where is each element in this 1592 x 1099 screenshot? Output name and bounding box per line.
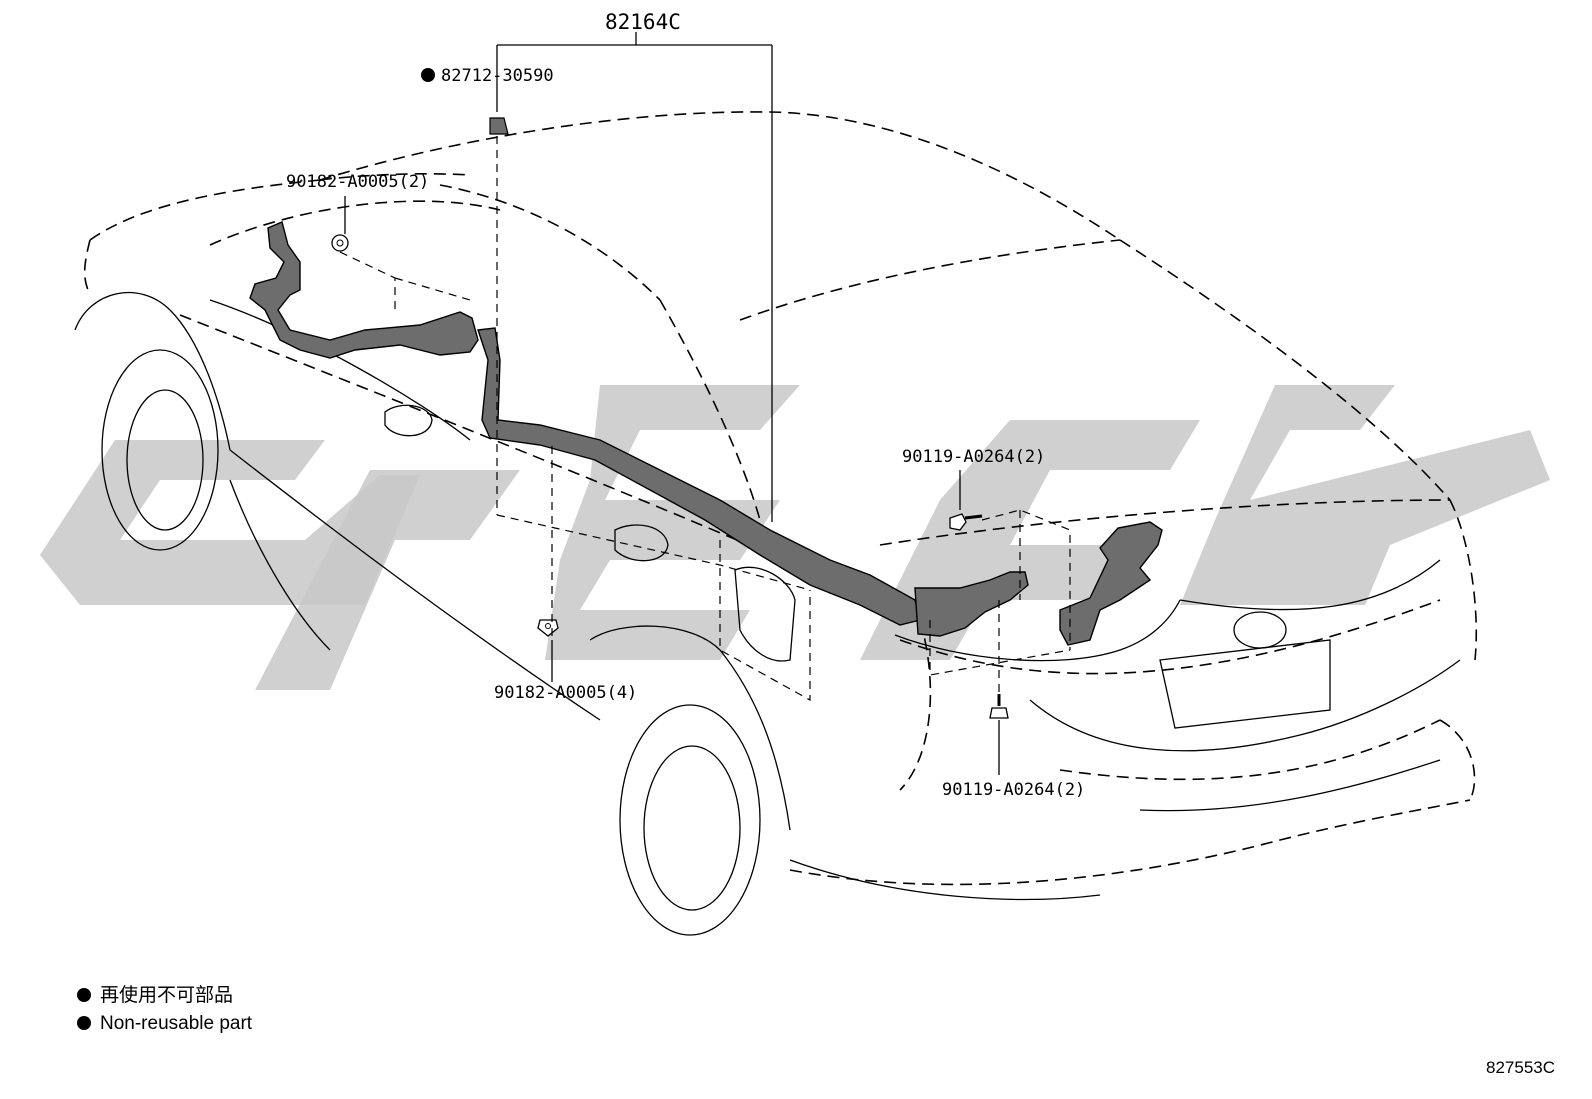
legend-dot-en <box>77 1016 91 1030</box>
clip-90182-top-icon <box>331 234 349 252</box>
watermark-logo <box>40 385 1550 690</box>
part-label-90119-bottom: 90119-A0264(2) <box>942 780 1085 800</box>
clip-82712-icon <box>489 117 509 135</box>
legend-text-jp: 再使用不可部品 <box>100 984 233 1006</box>
legend: 再使用不可部品 Non-reusable part <box>77 984 253 1034</box>
guide-lines <box>339 136 1071 702</box>
diagram-code: 827553C <box>1486 1058 1555 1077</box>
part-label-90182-top: 90182-A0005(2) <box>286 172 429 192</box>
vehicle-details <box>74 291 1461 936</box>
main-part-label: 82164C <box>605 10 681 34</box>
non-reusable-dot-82712 <box>421 68 435 82</box>
part-markers <box>331 117 1009 719</box>
wire-harness <box>249 221 1163 646</box>
bolt-90119-top-icon <box>949 513 983 531</box>
legend-text-en: Non-reusable part <box>100 1013 253 1034</box>
part-label-90182-bottom: 90182-A0005(4) <box>494 683 637 703</box>
legend-dot-jp <box>77 988 91 1002</box>
nut-90182-bottom-icon <box>537 619 559 637</box>
part-label-90119-top: 90119-A0264(2) <box>902 447 1045 467</box>
leader-lines <box>344 32 1000 775</box>
bolt-90119-bottom-icon <box>989 694 1009 719</box>
part-label-82712: 82712-30590 <box>441 66 554 86</box>
